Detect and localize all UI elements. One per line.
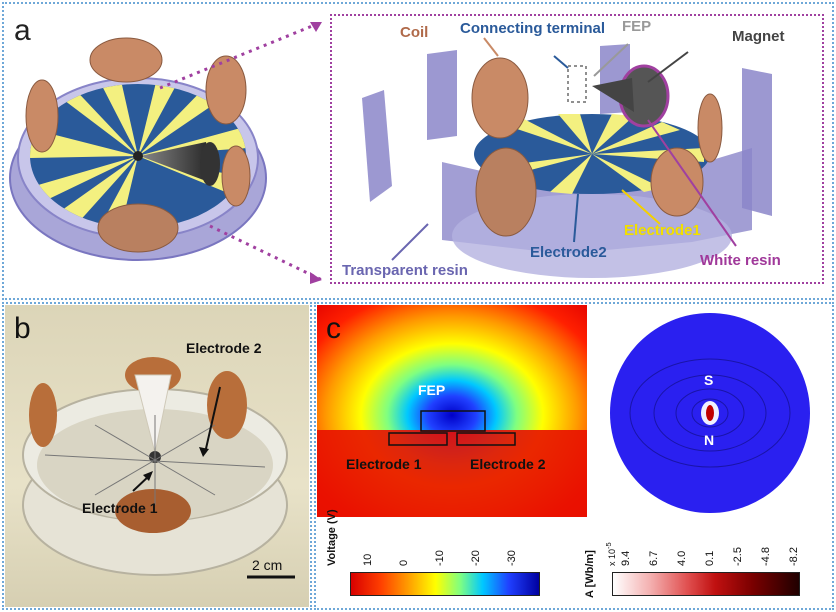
magnetic-colorbar bbox=[612, 572, 800, 596]
electrode1-label: Electrode1 bbox=[624, 222, 701, 239]
panel-a-border bbox=[2, 2, 834, 300]
exploded-view-illustration bbox=[362, 37, 772, 278]
panel-b-letter: b bbox=[14, 312, 31, 345]
panel-c-letter: c bbox=[326, 312, 341, 345]
assembled-device-illustration bbox=[9, 37, 267, 261]
device-photo-illustration bbox=[22, 357, 295, 579]
coil-label: Coil bbox=[400, 24, 429, 41]
fep-field-label: FEP bbox=[418, 382, 446, 398]
magnetic-exponent: x 10-5 bbox=[604, 542, 617, 566]
zoom-arrows bbox=[159, 20, 323, 284]
fep-label: FEP bbox=[622, 18, 652, 35]
panel-c-border bbox=[314, 302, 834, 610]
voltage-tick-4: -20 bbox=[470, 550, 482, 566]
voltage-tick-5: -30 bbox=[506, 550, 518, 566]
voltage-tick-1: 10 bbox=[362, 553, 374, 566]
voltage-tick-3: -10 bbox=[434, 550, 446, 566]
pole-s-label: S bbox=[704, 372, 714, 388]
panel-b-border bbox=[2, 302, 312, 610]
voltage-field-plot bbox=[317, 305, 587, 517]
pole-n-label: N bbox=[704, 432, 715, 448]
magnetic-tick-1: 9.4 bbox=[620, 550, 632, 566]
magnetic-tick-3: 4.0 bbox=[676, 550, 688, 566]
electrode1-photo-label: Electrode 1 bbox=[82, 500, 158, 516]
voltage-tick-2: 0 bbox=[398, 559, 410, 566]
voltage-colorbar-title: Voltage (V) bbox=[326, 509, 338, 566]
electrode2-photo-label: Electrode 2 bbox=[186, 340, 262, 356]
magnetic-tick-5: -2.5 bbox=[732, 547, 744, 566]
magnet-label: Magnet bbox=[732, 28, 785, 45]
magnetic-tick-4: 0.1 bbox=[704, 550, 716, 566]
magnetic-tick-7: -8.2 bbox=[788, 547, 800, 566]
electrode1-field-label: Electrode 1 bbox=[346, 456, 422, 472]
exploded-view-frame bbox=[330, 14, 824, 284]
white-resin-label: White resin bbox=[700, 252, 781, 269]
magnetic-tick-2: 6.7 bbox=[648, 550, 660, 566]
voltage-colorbar bbox=[350, 572, 540, 596]
electrode2-label: Electrode2 bbox=[530, 244, 607, 261]
connecting-terminal-label: Connecting terminal bbox=[460, 20, 606, 37]
magnetic-field-plot bbox=[610, 313, 810, 513]
scale-bar-label: 2 cm bbox=[252, 557, 283, 573]
transparent-resin-label: Transparent resin bbox=[342, 262, 468, 279]
magnetic-tick-6: -4.8 bbox=[760, 547, 772, 566]
electrode2-field-label: Electrode 2 bbox=[470, 456, 546, 472]
panel-a-letter: a bbox=[14, 14, 31, 47]
magnetic-colorbar-title: A [Wb/m] bbox=[584, 550, 596, 598]
